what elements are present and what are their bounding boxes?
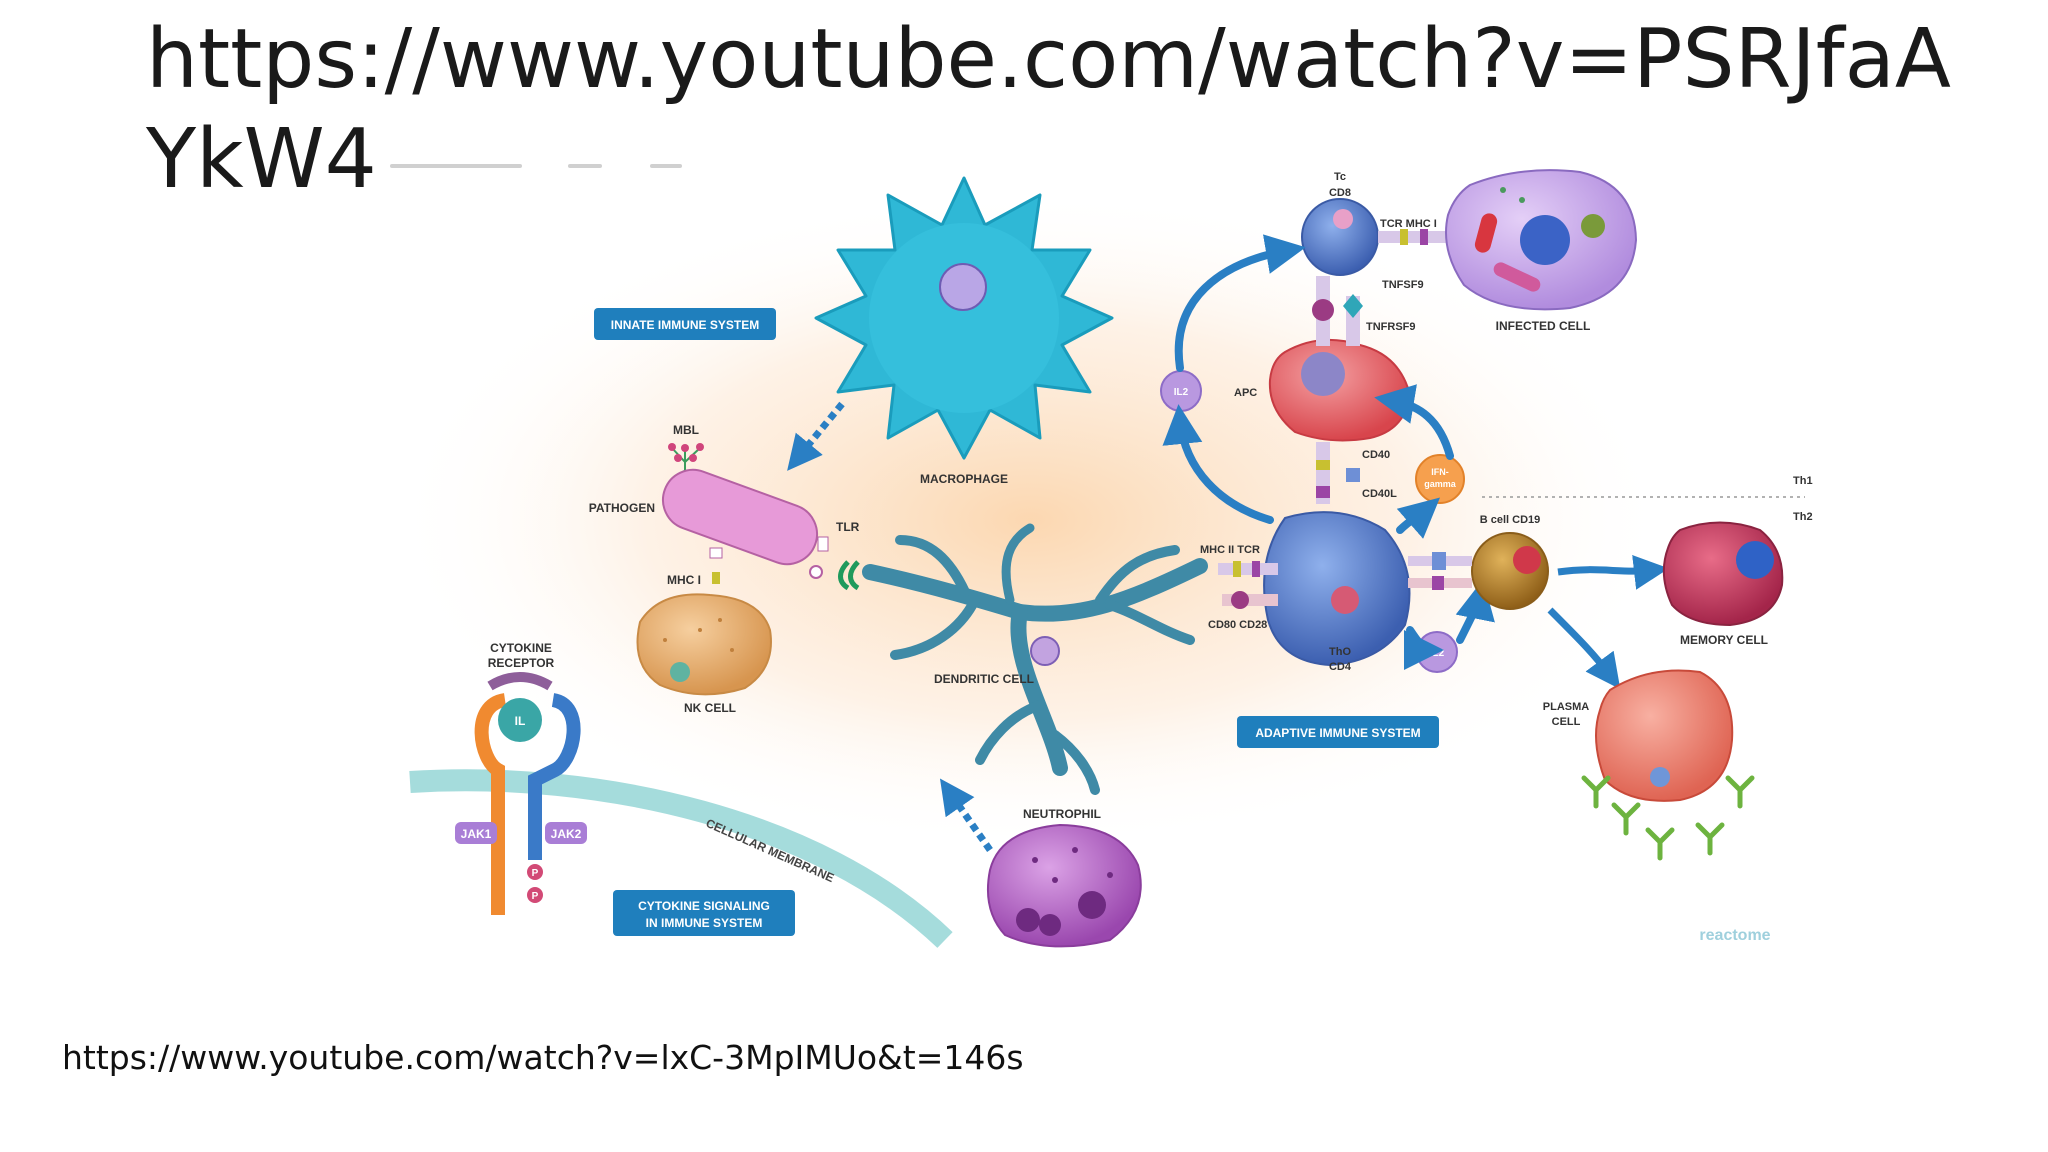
macrophage-arrow — [787, 401, 845, 471]
bcell-arrows — [1547, 554, 1669, 690]
phospho-label-2: P — [532, 891, 539, 902]
th2-label: Th2 — [1793, 511, 1813, 523]
th1-label: Th1 — [1793, 475, 1813, 487]
macrophage-label: MACROPHAGE — [920, 472, 1008, 486]
cd40-label: CD40 — [1362, 449, 1390, 461]
svg-text:IFN-: IFN- — [1431, 467, 1449, 477]
cd4-label: CD4 — [1329, 661, 1352, 673]
tcr-mhc1-connector — [1378, 229, 1450, 245]
tlr-label: TLR — [836, 520, 860, 534]
plasma-cell-label-2: CELL — [1552, 716, 1581, 728]
plasma-cell — [1595, 669, 1734, 802]
infected-cell — [1445, 169, 1638, 311]
dendritic-cell-label: DENDRITIC CELL — [934, 672, 1034, 686]
dendritic-cell — [862, 523, 1208, 795]
neutrophil-label: NEUTROPHIL — [1023, 807, 1101, 821]
svg-text:CYTOKINE SIGNALING: CYTOKINE SIGNALING — [638, 899, 770, 913]
tc-cell — [1301, 198, 1379, 276]
adaptive-immune-system-badge: ADAPTIVE IMMUNE SYSTEM — [1237, 716, 1439, 748]
tnfrsf9-label: TNFRSF9 — [1366, 321, 1416, 333]
neutrophil-arrow — [939, 778, 993, 853]
mbl-label: MBL — [673, 423, 699, 437]
il2-top: IL2 — [1160, 370, 1202, 412]
th0-cell — [1263, 511, 1411, 667]
mhc2-tcr-connector — [1218, 561, 1278, 577]
pathogen-label: PATHOGEN — [589, 501, 655, 515]
slide-title: https://www.youtube.com/watch?v=PSRJfaAY… — [146, 12, 1951, 207]
cytokine-receptor-label-2: RECEPTOR — [488, 656, 555, 670]
svg-text:IL2: IL2 — [1174, 387, 1189, 398]
tc-label: Tc — [1334, 171, 1346, 183]
neutrophil-cell — [986, 823, 1142, 948]
pathogen-cell — [662, 468, 829, 566]
macrophage-cell — [814, 176, 1114, 460]
phospho-label-1: P — [532, 868, 539, 879]
apc-label: APC — [1234, 387, 1257, 399]
svg-text:IL2: IL2 — [1430, 648, 1445, 659]
nk-cell-label: NK CELL — [684, 701, 736, 715]
memory-cell-label: MEMORY CELL — [1680, 633, 1768, 647]
tlr-receptor — [809, 560, 860, 591]
mhc1-nk-label: MHC I — [667, 573, 701, 587]
svg-text:ADAPTIVE IMMUNE SYSTEM: ADAPTIVE IMMUNE SYSTEM — [1255, 726, 1420, 740]
cd40-connector — [1316, 442, 1360, 504]
reactome-watermark: reactome — [1699, 927, 1770, 944]
mhc2-tcr-label: MHC II TCR — [1200, 544, 1260, 556]
jak2-label: JAK2 — [551, 827, 582, 841]
antibodies — [1581, 775, 1755, 861]
th0-label: ThO — [1329, 646, 1351, 658]
ifn-gamma: IFN- gamma — [1415, 454, 1465, 504]
cytokine-signaling-badge: CYTOKINE SIGNALING IN IMMUNE SYSTEM — [613, 890, 795, 936]
svg-text:INNATE IMMUNE SYSTEM: INNATE IMMUNE SYSTEM — [611, 318, 759, 332]
jak1-label: JAK1 — [461, 827, 492, 841]
feedback-arrows — [1162, 234, 1495, 670]
infected-cell-label: INFECTED CELL — [1496, 319, 1591, 333]
cd80-cd28-label: CD80 CD28 — [1208, 619, 1267, 631]
cytokine-receptor: IL JAK1 JAK2 P P — [455, 672, 587, 915]
cd80-cd28-connector — [1222, 591, 1278, 609]
tnfsf9-label: TNFSF9 — [1382, 279, 1424, 291]
bcell-connector — [1408, 552, 1472, 590]
dendritic-nucleus — [1030, 636, 1060, 666]
svg-text:gamma: gamma — [1424, 479, 1457, 489]
cd8-label: CD8 — [1329, 187, 1351, 199]
il-label: IL — [515, 714, 526, 728]
tnfsf9-connector — [1312, 276, 1363, 346]
plasma-cell-label-1: PLASMA — [1543, 701, 1590, 713]
tcr-mhc1-label: TCR MHC I — [1380, 218, 1437, 230]
b-cell — [1471, 532, 1549, 610]
nk-cell — [636, 593, 772, 696]
source-link[interactable]: https://www.youtube.com/watch?v=lxC-3MpI… — [62, 1038, 1024, 1077]
bcell-label: B cell CD19 — [1480, 514, 1541, 526]
svg-text:IN IMMUNE SYSTEM: IN IMMUNE SYSTEM — [646, 916, 763, 930]
cd40l-label: CD40L — [1362, 488, 1397, 500]
mhc1-nk-marker — [712, 572, 720, 584]
memory-cell — [1662, 521, 1784, 627]
innate-immune-system-badge: INNATE IMMUNE SYSTEM — [594, 308, 776, 340]
cytokine-receptor-label-1: CYTOKINE — [490, 641, 552, 655]
